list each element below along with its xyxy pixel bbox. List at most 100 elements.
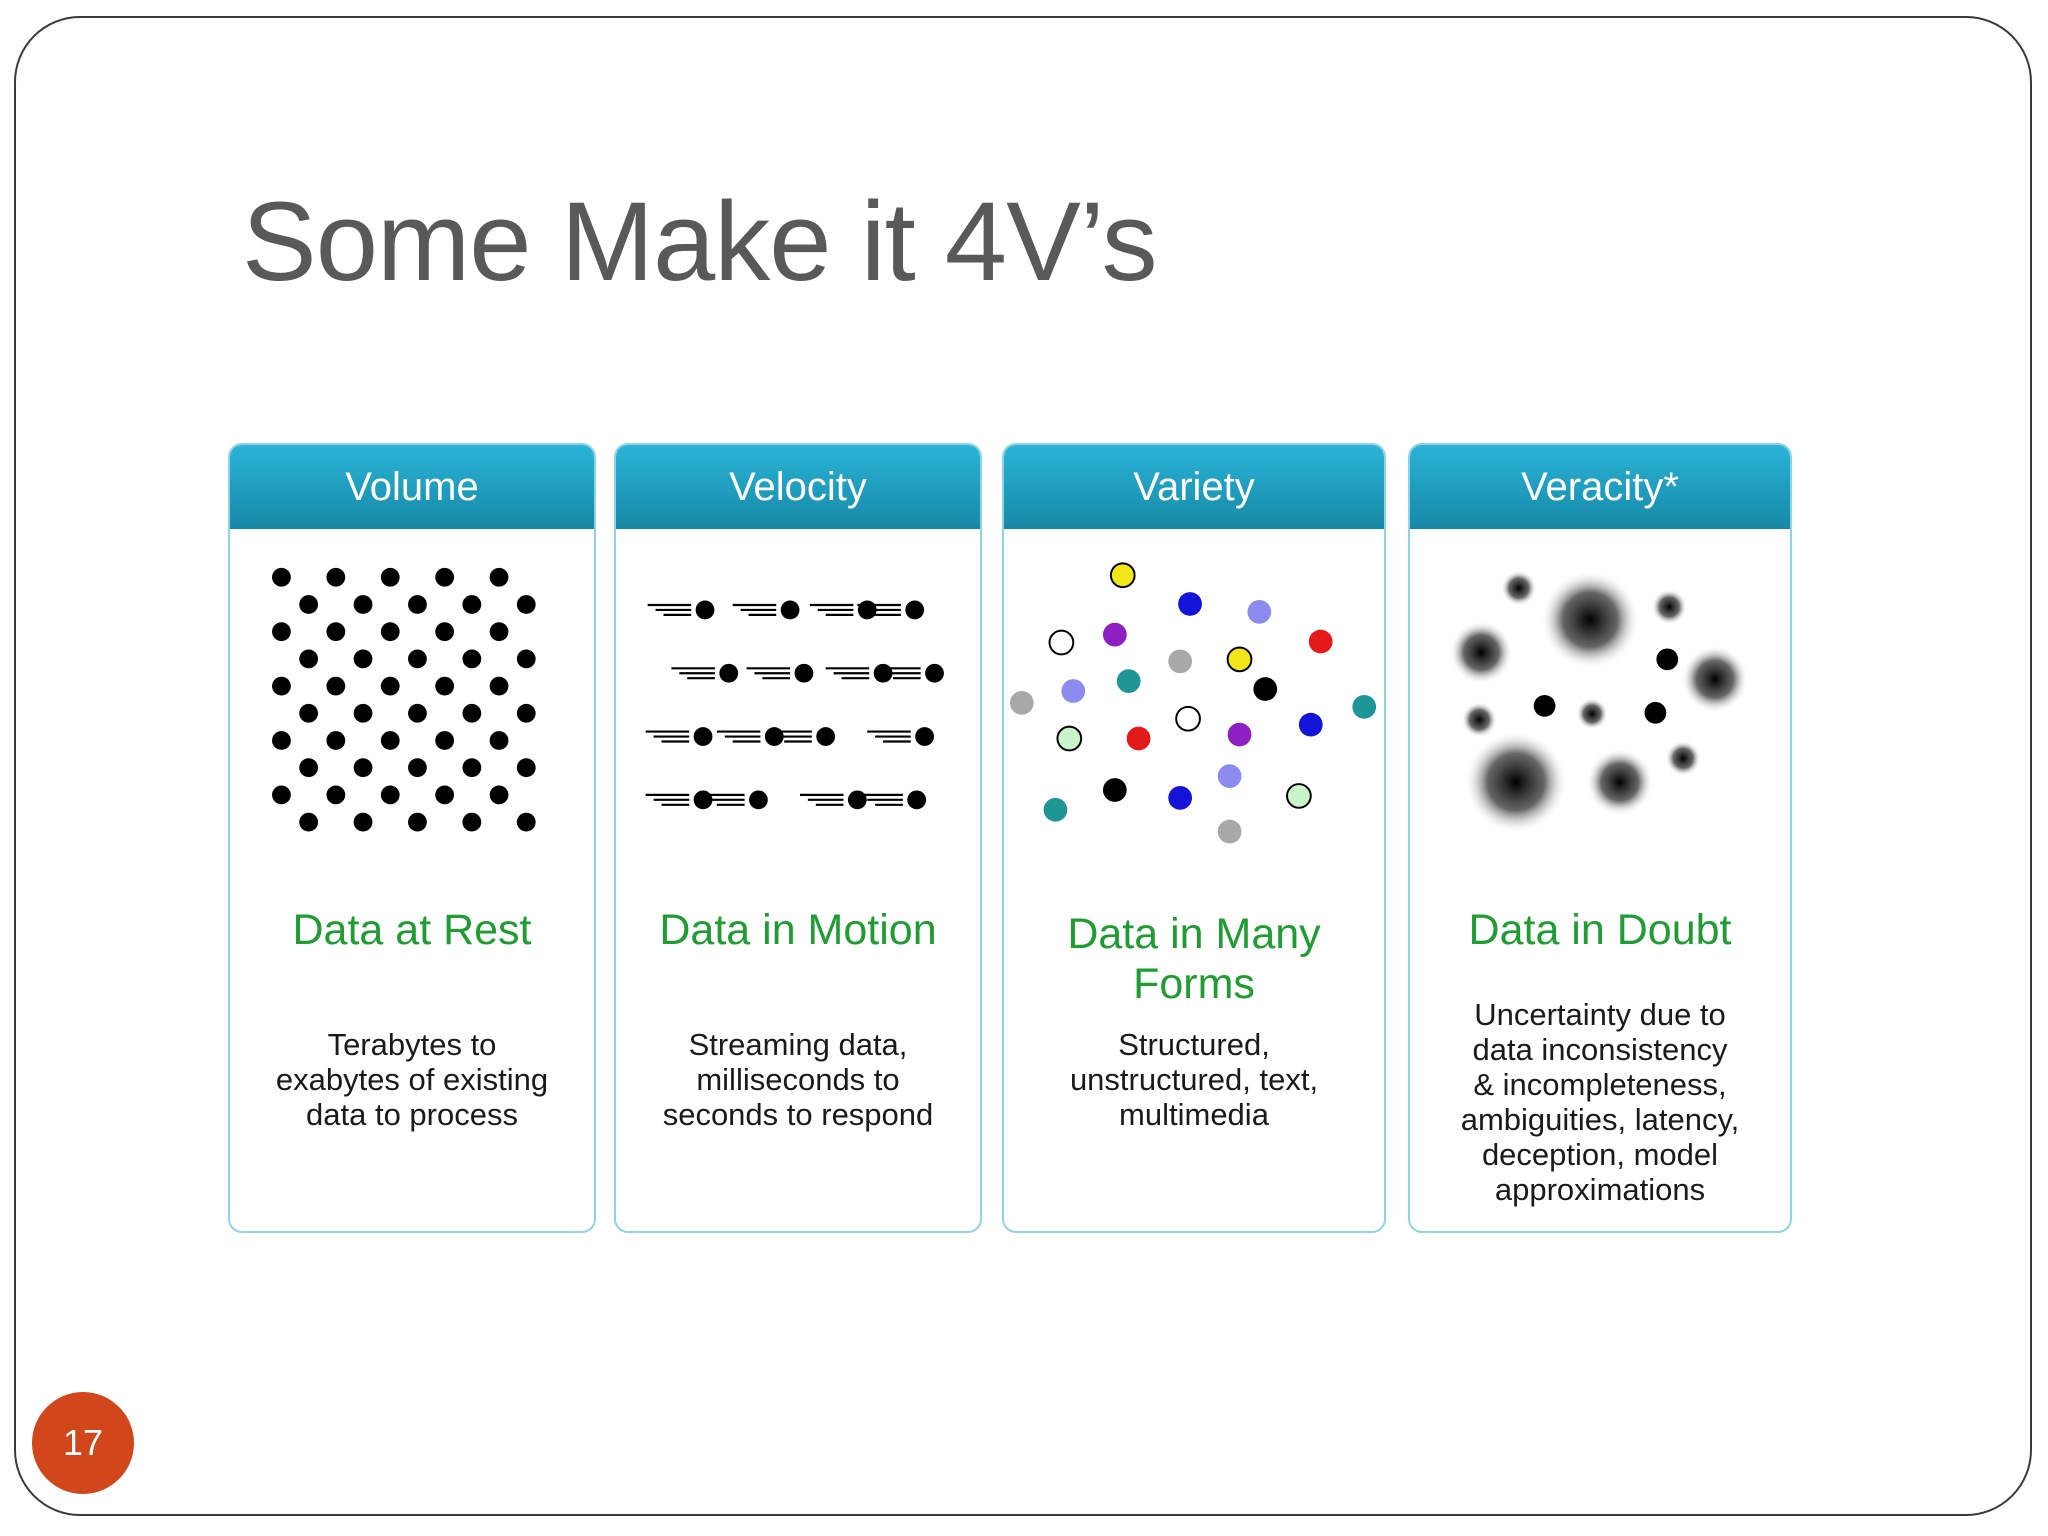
veracity-dot [1644, 701, 1667, 724]
variety-dot [1109, 562, 1136, 589]
volume-dot [462, 649, 482, 669]
volume-dot [272, 785, 291, 805]
variety-dot [1009, 691, 1034, 715]
volume-dot [462, 758, 482, 778]
volume-dot [408, 703, 427, 723]
variety-dot [1217, 819, 1242, 844]
volume-dot [326, 731, 346, 750]
volume-dot [272, 622, 291, 642]
veracity-blurred-dot [1586, 748, 1654, 816]
volume-dot [272, 567, 291, 587]
veracity-blurred-dot [1501, 570, 1537, 606]
volume-dot [299, 649, 319, 669]
variety-dot [1175, 705, 1201, 732]
volume-description: Terabytes to exabytes of existing data t… [275, 1027, 549, 1132]
volume-dot [299, 812, 319, 832]
veracity-blurred-dot [1651, 589, 1688, 625]
volume-dot [272, 676, 291, 696]
volume-dot [353, 649, 373, 669]
velocity-dot [847, 790, 867, 810]
volume-panel: Volume Data at Rest Terabytes to exabyte… [228, 443, 596, 1233]
variety-description: Structured, unstructured, text, multimed… [1069, 1027, 1319, 1132]
variety-dot [1227, 722, 1252, 747]
volume-dot [326, 622, 346, 642]
variety-dot [1217, 764, 1242, 789]
veracity-panel: Veracity* Data in Doubt Uncertainty due … [1408, 443, 1792, 1233]
veracity-subtitle: Data in Doubt [1468, 906, 1732, 954]
velocity-dot [907, 790, 927, 810]
volume-dot [489, 676, 509, 696]
variety-dot [1168, 786, 1193, 810]
variety-dot [1048, 629, 1075, 656]
veracity-description: Uncertainty due to data inconsistency & … [1460, 997, 1740, 1207]
variety-colored-dots-icon [1009, 562, 1377, 844]
volume-dot [435, 622, 455, 642]
velocity-dot [780, 600, 800, 620]
volume-dot [299, 758, 319, 778]
variety-dot [1286, 783, 1312, 809]
velocity-dot [905, 600, 925, 620]
veracity-dot [1656, 648, 1679, 671]
velocity-dot [925, 663, 944, 683]
veracity-blurred-dot [1576, 697, 1608, 730]
volume-dot [299, 703, 319, 723]
velocity-dot [816, 727, 836, 746]
variety-dot [1126, 726, 1151, 751]
volume-dot [435, 731, 455, 750]
volume-dot [353, 758, 373, 778]
velocity-moving-dots-icon [645, 600, 944, 810]
veracity-blurred-dots-icon [1449, 570, 1749, 834]
volume-dot [326, 785, 346, 805]
volume-dot [353, 595, 373, 614]
variety-dot [1043, 797, 1068, 822]
veracity-blurred-dot [1464, 730, 1568, 834]
volume-dot [435, 567, 455, 587]
velocity-dot [719, 663, 739, 683]
volume-dot [408, 812, 427, 832]
volume-dot [516, 812, 536, 832]
volume-grid-dots-icon [272, 567, 536, 832]
variety-dot [1168, 649, 1193, 674]
variety-dot [1102, 622, 1127, 647]
variety-heading: Variety [1004, 445, 1384, 529]
variety-dot [1102, 778, 1127, 802]
volume-dot [516, 595, 536, 614]
volume-dot [462, 595, 482, 614]
slide-title: Some Make it 4V’s [242, 179, 1158, 304]
volume-dot [326, 676, 346, 696]
velocity-panel: Velocity Data in Motion Streaming data, … [614, 443, 982, 1233]
variety-dot [1061, 679, 1086, 703]
variety-dot [1226, 646, 1253, 673]
volume-dot [516, 649, 536, 669]
volume-dot [353, 812, 373, 832]
volume-dot [326, 567, 346, 587]
velocity-description: Streaming data, milliseconds to seconds … [662, 1027, 934, 1132]
veracity-blurred-dot [1449, 620, 1513, 685]
volume-dot [299, 595, 319, 614]
variety-dot [1178, 592, 1202, 616]
volume-dot [489, 785, 509, 805]
volume-dot [462, 703, 482, 723]
volume-dot [408, 595, 427, 614]
veracity-dot [1533, 694, 1556, 717]
velocity-dot [915, 727, 935, 746]
volume-subtitle: Data at Rest [292, 906, 532, 954]
volume-dot [489, 567, 509, 587]
volume-dot [408, 758, 427, 778]
velocity-dot [749, 790, 768, 810]
variety-dot [1298, 712, 1323, 737]
veracity-heading: Veracity* [1410, 445, 1790, 529]
veracity-blurred-dot [1540, 570, 1640, 670]
velocity-dot [693, 727, 713, 746]
variety-dot [1116, 669, 1141, 694]
variety-dot [1352, 694, 1377, 719]
volume-dot [435, 676, 455, 696]
veracity-blurred-dot [1461, 701, 1498, 738]
variety-panel: Variety Data in Many Forms Structured, u… [1002, 443, 1386, 1233]
velocity-dot [695, 600, 715, 620]
variety-subtitle: Data in Many Forms [1067, 910, 1321, 1008]
volume-dot [408, 649, 427, 669]
velocity-heading: Velocity [616, 445, 980, 529]
velocity-subtitle: Data in Motion [659, 906, 937, 954]
volume-dot [380, 785, 400, 805]
